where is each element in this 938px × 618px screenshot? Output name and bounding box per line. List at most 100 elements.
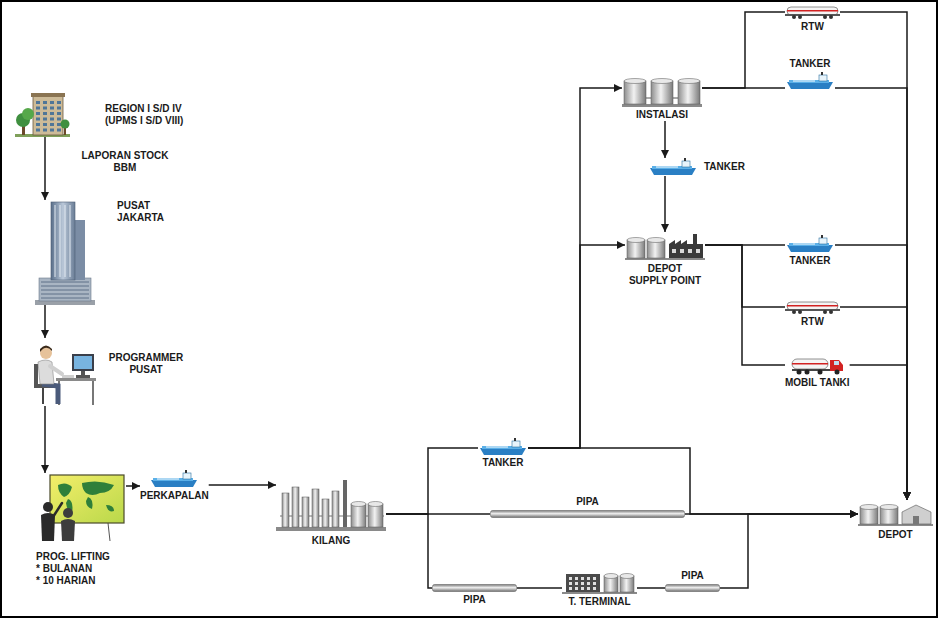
drawing-part xyxy=(666,585,720,592)
flow-node: PIPA xyxy=(490,496,685,518)
drawing-part xyxy=(351,504,366,527)
drawing-part xyxy=(31,93,65,97)
node-label: TANKER xyxy=(704,161,745,173)
drawing-part xyxy=(63,508,73,518)
drawing-part xyxy=(512,441,520,447)
node-text-block: KILANG xyxy=(312,535,350,547)
flow-node: KILANG xyxy=(276,476,386,547)
icon-picture xyxy=(35,200,95,305)
node-text-block: RTW xyxy=(801,21,824,33)
icon-picture xyxy=(858,500,933,526)
drawing-part xyxy=(823,310,827,314)
drawing-part xyxy=(292,487,299,527)
icon-picture xyxy=(562,566,637,594)
node-text-block: PROG. LIFTING* BULANAN* 10 HARIAN xyxy=(36,551,110,587)
flow-node: REGION I S/D IV (UPMS I S/D VIII) xyxy=(15,92,205,137)
drawing-part xyxy=(787,82,833,89)
drawing-part xyxy=(819,238,827,244)
drawing-part xyxy=(491,511,685,518)
node-icon xyxy=(15,92,70,137)
flow-node: PERKAPALAN xyxy=(140,470,209,502)
drawing-part xyxy=(575,582,578,585)
drawing-part xyxy=(792,15,796,19)
node-text-block: DEPOT xyxy=(878,529,912,541)
drawing-part xyxy=(368,502,383,507)
node-icon xyxy=(28,338,98,406)
node-icon xyxy=(562,566,637,594)
node-label: MOBIL TANKI xyxy=(785,377,850,389)
flow-connector xyxy=(835,88,907,500)
drawing-part xyxy=(787,10,838,12)
drawing-part xyxy=(575,587,578,590)
drawing-part xyxy=(650,168,696,175)
node-label: TANKER xyxy=(790,58,831,70)
drawing-part xyxy=(41,286,89,287)
drawing-part xyxy=(593,577,596,580)
drawing-part xyxy=(673,98,678,99)
edge-label: LAPORAN STOCK BBM xyxy=(80,150,170,174)
drawing-part xyxy=(604,574,618,579)
drawing-part xyxy=(672,249,676,253)
node-icon xyxy=(432,584,517,592)
flow-node: RTW xyxy=(785,300,840,328)
drawing-part xyxy=(787,245,833,252)
drawing-part xyxy=(792,359,828,369)
drawing-part xyxy=(50,129,54,132)
flow-connector xyxy=(209,484,276,486)
drawing-part xyxy=(678,81,700,104)
drawing-part xyxy=(72,354,94,371)
drawing-part xyxy=(183,473,191,479)
drawing-part xyxy=(796,370,801,375)
node-label: PIPA xyxy=(576,496,599,508)
node-text-block: REGION I S/D IV (UPMS I S/D VIII) xyxy=(105,103,205,127)
node-icon xyxy=(785,300,840,314)
drawing-part xyxy=(793,244,815,245)
drawing-part xyxy=(819,75,827,81)
node-text-block: DEPOT SUPPLY POINT xyxy=(628,263,703,287)
drawing-part xyxy=(680,249,684,253)
drawing-part xyxy=(798,310,802,314)
node-icon xyxy=(35,200,95,305)
drawing-part xyxy=(106,505,114,511)
drawing-part xyxy=(41,282,89,283)
drawing-part xyxy=(514,438,516,441)
drawing-part xyxy=(834,370,839,375)
node-label: * BULANAN xyxy=(36,563,110,575)
flow-connector xyxy=(528,88,622,448)
drawing-part xyxy=(92,381,94,405)
node-label: TANKER xyxy=(790,255,831,267)
node-icon xyxy=(665,584,720,592)
drawing-part xyxy=(61,519,75,541)
drawing-part xyxy=(581,582,584,585)
drawing-part xyxy=(647,238,665,243)
node-text-block: TANKER xyxy=(704,161,745,173)
drawing-part xyxy=(627,238,645,243)
drawing-part xyxy=(57,123,61,126)
drawing-part xyxy=(50,475,124,523)
node-label: * 10 HARIAN xyxy=(36,575,110,587)
flow-connector xyxy=(720,514,858,588)
icon-picture xyxy=(15,92,70,137)
icon-picture xyxy=(432,584,517,592)
drawing-part xyxy=(57,118,61,121)
drawing-part xyxy=(42,388,44,404)
drawing-part xyxy=(804,370,809,375)
flow-connector xyxy=(637,587,665,589)
drawing-part xyxy=(50,123,54,126)
drawing-part xyxy=(151,480,197,487)
flow-connector xyxy=(850,365,907,500)
node-label: INSTALASI xyxy=(636,109,688,121)
node-text-block: PROGRAMMER PUSAT xyxy=(106,338,186,376)
icon-picture xyxy=(36,473,126,543)
node-icon xyxy=(785,5,840,19)
drawing-part xyxy=(787,302,838,310)
node-text-block: INSTALASI xyxy=(636,109,688,121)
drawing-part xyxy=(821,235,823,238)
drawing-part xyxy=(61,120,70,129)
flow-connector xyxy=(705,245,785,365)
drawing-part xyxy=(36,129,40,132)
drawing-part xyxy=(684,158,686,161)
node-text-block: TANKER xyxy=(790,58,831,70)
icon-picture xyxy=(785,5,840,19)
icon-picture xyxy=(149,470,199,488)
